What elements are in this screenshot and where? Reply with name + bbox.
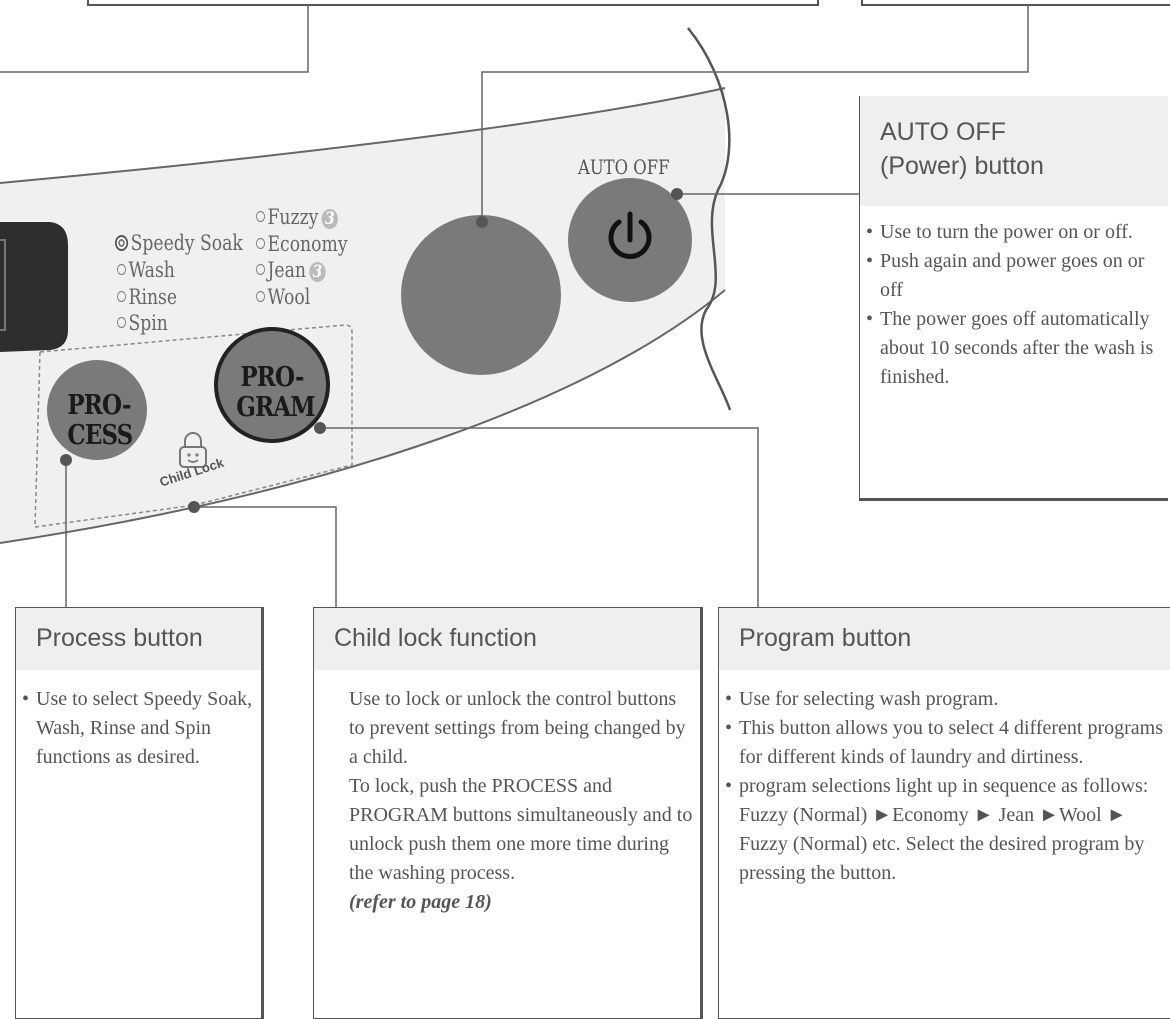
child-lock-reference: (refer to page 18)	[349, 891, 492, 913]
program-button-label: PRO- GRAM	[236, 362, 315, 423]
indicator-icon	[117, 317, 127, 328]
auto-off-box-title-1: AUTO OFF	[880, 118, 1006, 146]
indicator-icon	[256, 291, 266, 302]
child-lock-icon	[179, 432, 207, 468]
program-option-wool: Wool	[256, 287, 310, 308]
child-lock-text-2: To lock, push the PROCESS and PROGRAM bu…	[349, 775, 693, 884]
process-option-wash: Wash	[117, 260, 175, 281]
list-item: This button allows you to select 4 diffe…	[725, 714, 1170, 772]
badge-3-icon: 3	[321, 209, 339, 229]
indicator-icon	[256, 238, 266, 249]
auto-off-panel-label: AUTO OFF	[578, 155, 670, 179]
list-item: Use to turn the power on or off.	[866, 218, 1161, 247]
program-option-economy: Economy	[256, 234, 348, 255]
auto-off-info-box: AUTO OFF (Power) button Use to turn the …	[859, 96, 1168, 501]
child-lock-text-1: Use to lock or unlock the control button…	[349, 688, 686, 768]
process-info-box: Process button Use to select Speedy Soak…	[15, 607, 264, 1019]
auto-off-button[interactable]	[568, 178, 692, 302]
program-box-title: Program button	[739, 624, 912, 652]
auto-off-box-title-2: (Power) button	[880, 152, 1044, 180]
list-item: program selections light up in sequence …	[725, 772, 1170, 888]
process-option-rinse: Rinse	[117, 287, 177, 308]
indicator-icon	[256, 264, 266, 275]
process-option-speedy-soak: Speedy Soak	[115, 233, 243, 254]
list-item: The power goes off automatically about 1…	[866, 305, 1161, 392]
list-item: Push again and power goes on or off	[866, 247, 1161, 305]
child-lock-box-text: Use to lock or unlock the control button…	[349, 685, 694, 917]
process-box-title: Process button	[36, 624, 203, 652]
child-lock-box-header: Child lock function	[314, 608, 700, 670]
power-icon	[608, 211, 652, 259]
program-info-box: Program button Use for selecting wash pr…	[718, 607, 1170, 1019]
indicator-icon	[115, 234, 129, 251]
process-box-bullets: Use to select Speedy Soak, Wash, Rinse a…	[22, 685, 254, 772]
list-item: Use to select Speedy Soak, Wash, Rinse a…	[22, 685, 254, 772]
process-box-header: Process button	[16, 608, 261, 670]
program-box-bullets: Use for selecting wash program. This but…	[725, 685, 1170, 888]
auto-off-box-header: AUTO OFF (Power) button	[860, 96, 1168, 206]
process-button-label: PRO- CESS	[67, 390, 133, 451]
badge-3-icon: 3	[309, 262, 326, 282]
indicator-icon	[256, 211, 266, 222]
child-lock-box-title: Child lock function	[334, 624, 537, 652]
program-box-header: Program button	[719, 608, 1170, 670]
list-item: Use for selecting wash program.	[725, 685, 1170, 714]
process-option-spin: Spin	[117, 313, 168, 334]
indicator-icon	[117, 291, 127, 302]
auto-off-box-bullets: Use to turn the power on or off. Push ag…	[866, 218, 1161, 392]
indicator-icon	[117, 264, 127, 275]
child-lock-info-box: Child lock function Use to lock or unloc…	[313, 607, 703, 1019]
